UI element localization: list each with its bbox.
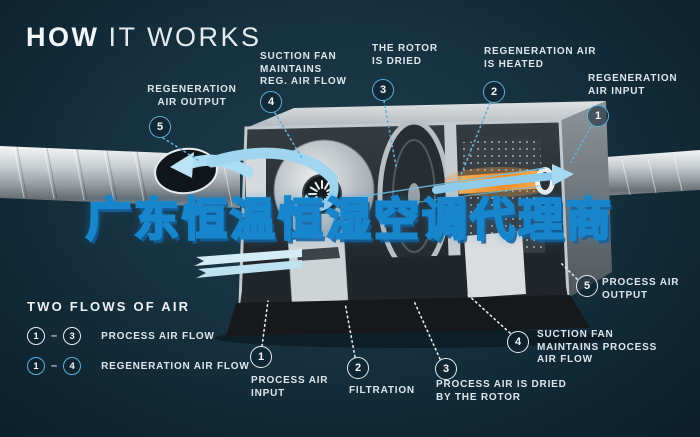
badge-filtration: 2: [347, 357, 369, 379]
airflow-arrows: [170, 147, 574, 278]
badge-regen-fan: 4: [260, 91, 282, 113]
callout-process-fan-label: SUCTION FAN MAINTAINS PROCESS AIR FLOW: [537, 329, 658, 365]
badge-regen-output: 5: [149, 116, 171, 138]
process-flow-ribbon: [194, 249, 302, 266]
legend-separator: –: [51, 360, 58, 372]
lower-panel: [464, 231, 526, 298]
legend-title: TWO FLOWS OF AIR: [27, 299, 191, 314]
page-title: HOW IT WORKS: [26, 22, 262, 53]
callout-process-dried-label: PROCESS AIR IS DRIED BY THE ROTOR: [436, 379, 567, 403]
callout-process-input-label: PROCESS AIR INPUT: [251, 375, 329, 399]
title-bold: HOW: [26, 22, 100, 52]
duct-flange: [246, 149, 266, 208]
legend-label-regeneration: REGENERATION AIR FLOW: [101, 360, 250, 372]
legend-circle-from: 1: [27, 327, 45, 345]
fan-swirl-arrow: [206, 147, 338, 184]
callout-rotor-dried-label: THE ROTOR IS DRIED: [372, 43, 438, 67]
title-light: IT WORKS: [108, 22, 262, 52]
filter-box: [287, 235, 349, 305]
legend-circle-to: 3: [63, 327, 82, 345]
callout-regen-output-label: REGENERATION AIR OUTPUT: [147, 84, 237, 108]
legend-label-process: PROCESS AIR FLOW: [101, 330, 215, 342]
badge-regen-input: 1: [587, 105, 609, 127]
regen-input-arrow: [432, 172, 558, 194]
callout-filtration-label: FILTRATION: [349, 385, 415, 396]
legend-circle-from: 1: [27, 357, 45, 375]
badge-regen-heated: 2: [483, 81, 505, 103]
badge-process-dried: 3: [435, 358, 457, 380]
legend-circle-to: 4: [63, 357, 82, 375]
callout-regen-heated-label: REGENERATION AIR IS HEATED: [484, 46, 597, 70]
callout-regen-fan-label: SUCTION FAN MAINTAINS REG. AIR FLOW: [260, 51, 347, 87]
callout-process-output-label: PROCESS AIR OUTPUT: [602, 277, 680, 301]
legend-separator: –: [51, 330, 58, 342]
badge-process-input: 1: [250, 346, 272, 368]
machine-base: [226, 295, 590, 336]
divider-wall: [444, 123, 462, 298]
legend: TWO FLOWS OF AIR 1 – 3 PROCESS AIR FLOW …: [27, 299, 250, 387]
legend-row-regeneration: 1 – 4 REGENERATION AIR FLOW: [27, 357, 250, 375]
machine-side-face: [560, 101, 612, 298]
badge-process-fan: 4: [507, 331, 529, 353]
badge-rotor-dried: 3: [372, 79, 394, 101]
badge-process-output: 5: [576, 275, 598, 297]
watermark-text: 广东恒温恒湿空调代理商: [85, 194, 615, 245]
legend-row-process: 1 – 3 PROCESS AIR FLOW: [27, 327, 250, 345]
leader-lines: [162, 100, 592, 360]
callout-regen-input-label: REGENERATION AIR INPUT: [588, 73, 678, 97]
